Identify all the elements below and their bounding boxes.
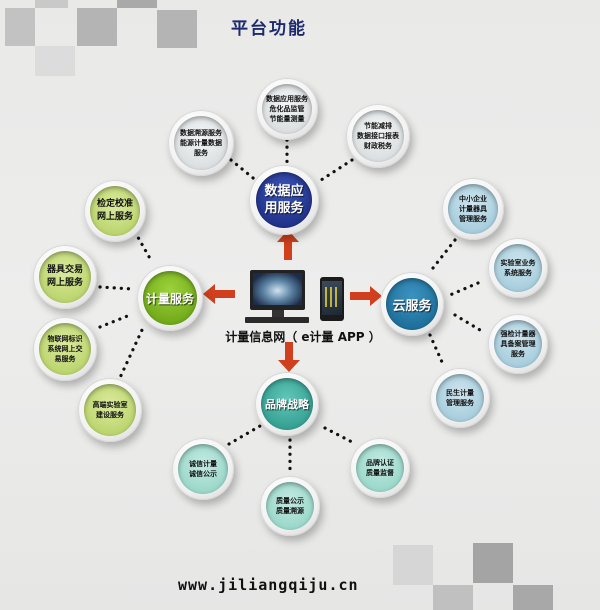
leaf-line: 数据溯源服务 <box>180 129 222 137</box>
decor-square <box>433 585 473 610</box>
arrow-down-icon <box>278 342 300 372</box>
hub-label: 品牌战略 <box>265 398 309 411</box>
leaf-line: 品牌认证 <box>366 459 394 467</box>
hub-label: 计量服务 <box>145 291 194 306</box>
leaf-line: 计量器具 <box>459 205 487 213</box>
leaf-line: 财政税务 <box>364 142 392 150</box>
leaf-line: 高端实验室 <box>92 401 128 409</box>
leaf-line: 管理服务 <box>446 399 474 407</box>
leaf-line: 实验室业务 <box>500 259 536 267</box>
leaf-line: 危化品监管 <box>269 105 305 113</box>
leaf-line: 器具交易 <box>46 265 83 275</box>
leaf-high-end-lab[interactable]: 高端实验室 建设服务 <box>78 378 142 442</box>
decor-square <box>513 585 553 610</box>
leaf-quality-disclosure[interactable]: 质量公示 质量溯源 <box>260 476 320 536</box>
center-platform-label: 计量信息网（ e计量 APP ） <box>225 330 381 344</box>
leaf-instrument-trading[interactable]: 器具交易 网上服务 <box>33 245 97 309</box>
leaf-line: 系统服务 <box>504 269 532 277</box>
leaf-civil-metrology[interactable]: 民生计量 管理服务 <box>430 368 490 428</box>
leaf-line: 检定校准 <box>96 199 133 209</box>
hub-cloud-service[interactable]: 云服务 <box>380 272 444 336</box>
leaf-integrity-metrology[interactable]: 诚信计量 诚信公示 <box>172 438 234 500</box>
leaf-line: 质量监督 <box>366 469 394 477</box>
leaf-line: 质量溯源 <box>276 507 304 515</box>
leaf-line: 物联网标识 <box>47 335 83 343</box>
arrow-up-icon <box>277 230 299 260</box>
computer-monitor-icon <box>250 270 305 310</box>
leaf-line: 诚信计量 <box>189 460 217 468</box>
decor-square <box>473 543 513 583</box>
hub-label-line: 用服务 <box>264 201 304 216</box>
keyboard-icon <box>245 317 309 323</box>
leaf-data-application[interactable]: 数据应用服务 危化品监管 节能量测量 <box>256 78 318 140</box>
leaf-line: 节能减排 <box>364 122 392 130</box>
leaf-line: 数据接口报表 <box>357 132 399 140</box>
monitor-stand <box>272 310 284 318</box>
decor-square <box>5 8 35 46</box>
decor-square <box>77 8 117 46</box>
decor-square <box>35 46 75 76</box>
leaf-calibration-online[interactable]: 检定校准 网上服务 <box>84 180 146 242</box>
arrow-left-icon <box>203 284 235 304</box>
leaf-line: 质量公示 <box>276 497 304 505</box>
leaf-line: 网上服务 <box>46 278 83 288</box>
leaf-line: 易服务 <box>54 355 76 363</box>
leaf-line: 建设服务 <box>96 411 124 419</box>
leaf-line: 节能量测量 <box>269 115 305 123</box>
decor-square <box>35 0 68 8</box>
hub-brand-strategy[interactable]: 品牌战略 <box>255 372 319 436</box>
leaf-energy-saving[interactable]: 节能减排 数据接口报表 财政税务 <box>346 104 410 168</box>
leaf-lab-business-system[interactable]: 实验室业务 系统服务 <box>488 238 548 298</box>
decor-square <box>393 545 433 585</box>
leaf-line: 服务 <box>511 350 525 358</box>
leaf-line: 能源计量数据 <box>180 139 222 147</box>
leaf-brand-certification[interactable]: 品牌认证 质量监督 <box>350 438 410 498</box>
leaf-sme-instrument-mgmt[interactable]: 中小企业 计量器具 管理服务 <box>442 178 504 240</box>
arrow-right-icon <box>350 286 382 306</box>
hub-label-line: 数据应 <box>264 184 304 199</box>
decor-square <box>117 0 157 8</box>
leaf-iot-identification[interactable]: 物联网标识 系统网上交 易服务 <box>33 317 97 381</box>
leaf-line: 网上服务 <box>96 212 133 222</box>
leaf-mandatory-inspection-filing[interactable]: 强检计量器 具备案管理 服务 <box>488 314 548 374</box>
leaf-line: 诚信公示 <box>189 470 217 478</box>
decor-square <box>157 10 197 48</box>
hub-data-application[interactable]: 数据应 用服务 <box>249 165 319 235</box>
leaf-data-traceability[interactable]: 数据溯源服务 能源计量数据 服务 <box>168 110 234 176</box>
hub-label: 云服务 <box>392 298 432 314</box>
page-title: 平台功能 <box>231 19 307 39</box>
leaf-line: 服务 <box>194 149 208 157</box>
leaf-line: 强检计量器 <box>500 330 536 338</box>
leaf-line: 具备案管理 <box>500 340 536 348</box>
smartphone-icon <box>320 277 344 321</box>
leaf-line: 数据应用服务 <box>266 95 308 103</box>
leaf-line: 民生计量 <box>446 389 474 397</box>
leaf-line: 管理服务 <box>459 215 487 223</box>
hub-metrology-service[interactable]: 计量服务 <box>137 265 203 331</box>
leaf-line: 系统网上交 <box>47 345 83 353</box>
leaf-line: 中小企业 <box>459 195 487 203</box>
website-url[interactable]: www.jiliangqiju.cn <box>178 576 359 594</box>
